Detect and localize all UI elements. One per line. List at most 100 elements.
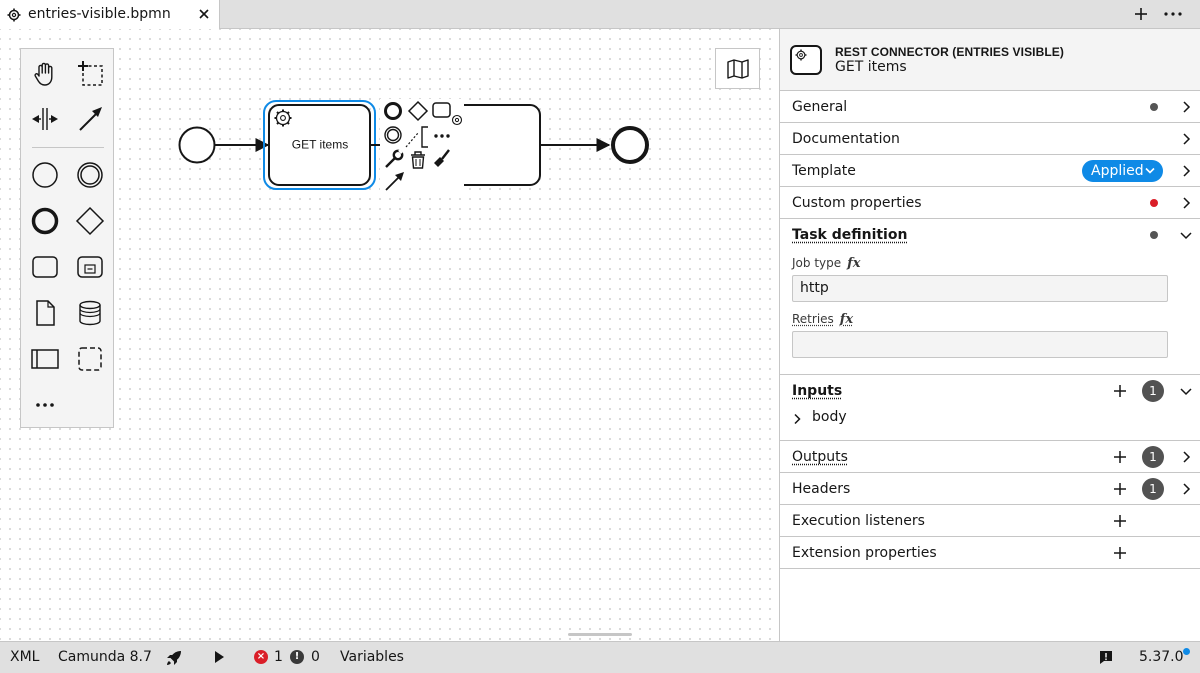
add-input-plus-icon[interactable]: [1112, 383, 1128, 399]
template-applied-badge[interactable]: Applied: [1082, 160, 1163, 182]
warning-icon[interactable]: !: [290, 650, 304, 664]
error-icon[interactable]: ×: [254, 650, 268, 664]
error-indicator-dot: [1150, 199, 1158, 207]
diagram-canvas[interactable]: GET items: [0, 29, 779, 641]
group-title: Documentation: [792, 131, 900, 147]
end-event[interactable]: [611, 126, 649, 164]
change-type-icon[interactable]: [451, 114, 463, 126]
chevron-down-icon[interactable]: [1179, 228, 1193, 242]
intermediate-event-icon[interactable]: [73, 158, 107, 192]
variables-button[interactable]: Variables: [340, 649, 404, 665]
chevron-down-icon[interactable]: [1179, 384, 1193, 398]
group-inputs: Inputs 1 body: [780, 375, 1200, 441]
job-type-input[interactable]: http: [792, 275, 1168, 302]
group-title: Custom properties: [792, 195, 922, 211]
chevron-right-icon: [1183, 133, 1191, 145]
badge-label: Applied: [1091, 163, 1144, 179]
connect-tool-icon[interactable]: [73, 102, 107, 136]
app-version[interactable]: 5.37.0: [1139, 649, 1184, 665]
subprocess-icon[interactable]: [73, 250, 107, 284]
chevron-right-icon: [1183, 197, 1191, 209]
close-icon[interactable]: [198, 8, 210, 20]
start-event[interactable]: [178, 126, 216, 164]
rocket-deploy-icon[interactable]: [164, 648, 184, 668]
play-run-icon[interactable]: [211, 649, 227, 665]
group-title: Outputs: [792, 449, 848, 465]
task-icon[interactable]: [28, 250, 62, 284]
participant-icon[interactable]: [28, 342, 62, 376]
warning-count[interactable]: 0: [311, 649, 320, 665]
group-icon[interactable]: [73, 342, 107, 376]
engine-version-button[interactable]: Camunda 8.7: [58, 649, 152, 665]
text-annotation-bracket: [421, 126, 428, 148]
error-count[interactable]: 1: [274, 649, 283, 665]
context-pad: [380, 99, 464, 191]
chevron-right-icon: [1183, 451, 1191, 463]
text-annotation-icon[interactable]: [405, 132, 419, 148]
element-type: REST CONNECTOR (ENTRIES VISIBLE): [835, 45, 1064, 59]
update-indicator-dot: [1183, 648, 1190, 655]
end-event-icon[interactable]: [28, 204, 62, 238]
chevron-right-icon: [1183, 101, 1191, 113]
tab-entries-visible[interactable]: entries-visible.bpmn: [0, 0, 220, 29]
minimap-toggle-button[interactable]: [715, 48, 760, 89]
fx-icon[interactable]: fx: [839, 312, 854, 327]
gear-icon: [7, 8, 21, 22]
map-icon: [727, 59, 749, 79]
fx-icon[interactable]: fx: [847, 256, 861, 271]
tab-label: entries-visible.bpmn: [28, 6, 171, 22]
group-title[interactable]: Inputs: [792, 383, 843, 399]
group-title: Execution listeners: [792, 513, 925, 529]
job-type-label: Job type fx: [792, 256, 860, 271]
group-general[interactable]: General: [780, 91, 1200, 123]
feedback-icon[interactable]: [1098, 649, 1114, 665]
label-text: Retries: [792, 312, 834, 326]
panel-header: REST CONNECTOR (ENTRIES VISIBLE) GET ite…: [780, 29, 1200, 91]
group-execution-listeners[interactable]: Execution listeners: [780, 505, 1200, 537]
more-options-icon[interactable]: [434, 134, 450, 138]
group-template[interactable]: Template Applied: [780, 155, 1200, 187]
group-extension-properties[interactable]: Extension properties: [780, 537, 1200, 569]
group-title[interactable]: Task definition: [792, 227, 908, 243]
append-end-event-icon[interactable]: [384, 102, 402, 120]
wrench-icon[interactable]: [385, 149, 404, 168]
space-tool-icon[interactable]: [28, 102, 62, 136]
more-icon[interactable]: [1163, 5, 1183, 23]
add-listener-plus-icon[interactable]: [1112, 513, 1128, 529]
tool-palette: [20, 48, 114, 428]
gear-icon: [274, 109, 292, 127]
group-task-definition: Task definition Job type fx http Retries f…: [780, 219, 1200, 375]
connect-arrow-icon[interactable]: [385, 172, 404, 191]
xml-button[interactable]: XML: [10, 649, 40, 665]
group-documentation[interactable]: Documentation: [780, 123, 1200, 155]
group-title: General: [792, 99, 848, 115]
more-tools-icon[interactable]: [28, 388, 62, 422]
data-object-icon[interactable]: [28, 296, 62, 330]
trash-icon[interactable]: [411, 151, 425, 169]
add-header-plus-icon[interactable]: [1112, 481, 1128, 497]
service-task-icon: [790, 45, 822, 75]
palette-separator: [32, 147, 104, 148]
append-gateway-icon[interactable]: [407, 100, 429, 122]
gear-icon: [795, 49, 807, 61]
task-label: GET items: [292, 138, 348, 152]
service-task[interactable]: GET items: [268, 104, 371, 186]
start-event-icon[interactable]: [28, 158, 62, 192]
add-output-plus-icon[interactable]: [1112, 449, 1128, 465]
label-text: Job type: [792, 256, 842, 270]
lasso-tool-icon[interactable]: [73, 56, 107, 90]
retries-input[interactable]: [792, 331, 1168, 358]
paint-brush-icon[interactable]: [434, 149, 450, 167]
append-intermediate-event-icon[interactable]: [384, 126, 402, 144]
group-custom-properties[interactable]: Custom properties: [780, 187, 1200, 219]
chevron-right-icon: [1183, 165, 1191, 177]
gateway-icon[interactable]: [73, 204, 107, 238]
data-store-icon[interactable]: [73, 296, 107, 330]
append-task-icon[interactable]: [432, 102, 451, 118]
add-extension-plus-icon[interactable]: [1112, 545, 1128, 561]
group-outputs[interactable]: Outputs 1: [780, 441, 1200, 473]
group-headers[interactable]: Headers 1: [780, 473, 1200, 505]
plus-icon[interactable]: [1132, 5, 1150, 23]
panel-resize-handle[interactable]: [568, 633, 632, 636]
hand-tool-icon[interactable]: [28, 56, 62, 90]
